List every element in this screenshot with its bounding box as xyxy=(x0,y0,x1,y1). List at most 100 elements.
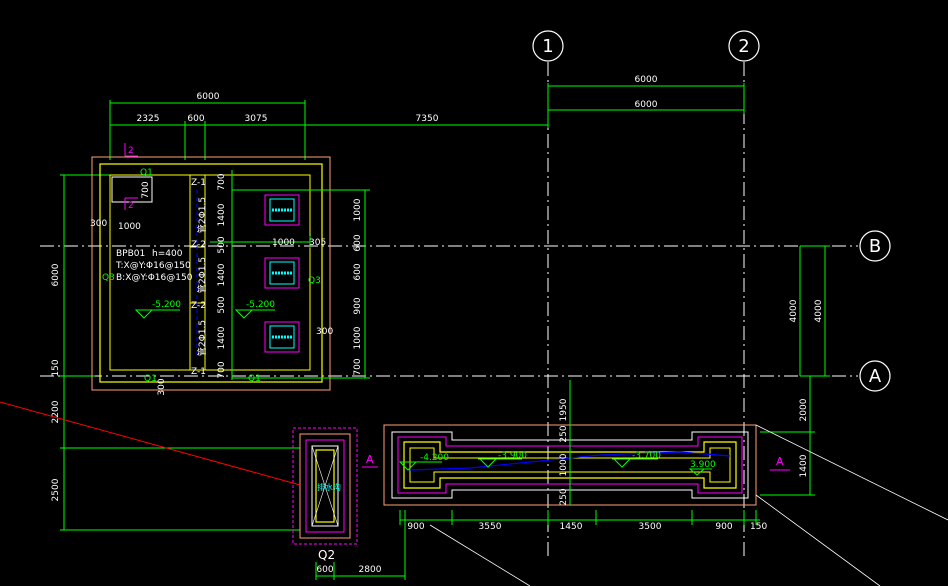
pipe-box-2 xyxy=(264,257,300,289)
dim-section-250b: 250 xyxy=(559,488,569,505)
plan-view[interactable] xyxy=(91,156,331,391)
grid-lines xyxy=(40,62,858,560)
label-q1-top: Q1 xyxy=(140,168,153,178)
dim-right-2000: 2000 xyxy=(799,398,809,421)
dim-plan-500b: 500 xyxy=(217,296,227,313)
label-z2-a: Z-2 xyxy=(191,240,206,250)
dim-overall-6000: 6000 xyxy=(197,92,220,102)
dim-plan-300-bot: 300 xyxy=(157,378,167,395)
axis-label-1: 1 xyxy=(542,36,553,57)
dim-right-1400: 1400 xyxy=(799,454,809,477)
label-section-elev-4: 3.900 xyxy=(690,460,716,470)
label-mark-2-top: 2 xyxy=(128,146,134,156)
dim-right-4000a: 4000 xyxy=(789,299,799,322)
dim-grid-6000-b: 6000 xyxy=(635,100,658,110)
pipe-box-3 xyxy=(264,321,300,353)
section-elev-3: -3.700 xyxy=(612,451,661,468)
label-elev-2: -5.200 xyxy=(246,300,275,310)
label-q1-bot: Q1 xyxy=(144,374,157,384)
label-pipe-2: 管2Φ1.5 xyxy=(196,257,208,293)
dim-section-900b: 900 xyxy=(715,522,732,532)
label-z1-top: Z-1 xyxy=(191,178,206,188)
dim-plan-1400c: 1400 xyxy=(217,326,227,349)
axis-label-2: 2 xyxy=(738,36,749,57)
dim-section-1000: 1000 xyxy=(559,453,569,476)
dim-2325: 2325 xyxy=(137,114,160,124)
elevation-mark-2: -5.200 xyxy=(234,300,275,319)
label-q3: Q3 xyxy=(102,273,115,283)
dim-plan-1000-h: 1000 xyxy=(272,238,295,248)
label-detail-note: 排水沟 xyxy=(317,482,341,492)
dim-plan-1400a: 1400 xyxy=(217,203,227,226)
detail-dimensions xyxy=(315,510,406,580)
dim-left-2500: 2500 xyxy=(51,478,61,501)
dim-plan-700a: 700 xyxy=(217,173,227,190)
label-slab-top-rebar: T:X@Y:Φ16@150 xyxy=(115,261,191,271)
white-leader-2 xyxy=(429,524,531,586)
label-pipe-1: 管2Φ1.5 xyxy=(196,197,208,233)
label-z2-b: Z-2 xyxy=(191,301,206,311)
dim-detail-2800: 2800 xyxy=(359,565,382,575)
elevation-mark-1: -5.200 xyxy=(134,300,181,319)
label-slab: BPB01 xyxy=(116,249,145,259)
left-dimensions xyxy=(60,174,300,531)
axis-bubble-a[interactable]: A xyxy=(859,360,891,392)
dim-right-600b: 600 xyxy=(353,263,363,280)
dim-section-150: 150 xyxy=(750,522,767,532)
red-cut-line xyxy=(0,401,301,486)
dim-plan-1400b: 1400 xyxy=(217,263,227,286)
dim-plan-700c: 700 xyxy=(141,181,151,198)
label-mark-2-mid: 2 xyxy=(128,201,134,211)
label-detail-q2: Q2 xyxy=(318,548,335,562)
dim-right-1000b: 1000 xyxy=(353,326,363,349)
dim-section-250a: 250 xyxy=(559,425,569,442)
dim-600: 600 xyxy=(187,114,204,124)
section-mark-2-top xyxy=(124,143,138,157)
label-section-elev-1: -4.200 xyxy=(420,453,449,463)
dim-section-3500: 3500 xyxy=(639,522,662,532)
dim-plan-700b: 700 xyxy=(217,361,227,378)
axis-bubble-b[interactable]: B xyxy=(859,230,891,262)
label-q3-right: Q3 xyxy=(308,276,321,286)
white-leader-3 xyxy=(755,494,881,586)
label-section-elev-2: -3.900 xyxy=(498,451,527,461)
dim-right-4000b: 4000 xyxy=(814,299,824,322)
dim-section-1950: 1950 xyxy=(559,398,569,421)
dim-section-900a: 900 xyxy=(407,522,424,532)
dim-plan-500a: 500 xyxy=(217,236,227,253)
dim-plan-1000c: 1000 xyxy=(118,222,141,232)
label-pipe-3: 管2Φ1.5 xyxy=(196,320,208,356)
label-z1-bot: Z-1 xyxy=(191,367,206,377)
white-leader-1 xyxy=(755,424,948,521)
top-dimensions xyxy=(109,83,745,160)
dim-7350: 7350 xyxy=(416,114,439,124)
dim-plan-300-right: 300 xyxy=(316,327,333,337)
axis-bubble-2[interactable]: 2 xyxy=(728,30,760,62)
pipe-box-1 xyxy=(264,194,300,226)
dim-right-900: 900 xyxy=(353,297,363,314)
dim-plan-300-left: 300 xyxy=(90,219,107,229)
dim-detail-600: 600 xyxy=(316,565,333,575)
label-section-elev-3: -3.700 xyxy=(632,451,661,461)
dim-right-1000a: 1000 xyxy=(353,198,363,221)
label-slab-h: h=400 xyxy=(152,249,183,259)
dim-3075: 3075 xyxy=(245,114,268,124)
label-slab-bottom-rebar: B:X@Y:Φ16@150 xyxy=(116,273,193,283)
section-mark-2-mid xyxy=(124,197,138,210)
dim-grid-6000-a: 6000 xyxy=(635,75,658,85)
dim-right-600a: 600 xyxy=(353,234,363,251)
label-q1-right: Q1 xyxy=(248,374,261,384)
dim-left-2200: 2200 xyxy=(51,400,61,423)
section-elev-1: -4.200 xyxy=(398,453,449,471)
detail-q2[interactable] xyxy=(292,427,358,545)
dim-left-6000: 6000 xyxy=(51,263,61,286)
dim-section-3550: 3550 xyxy=(479,522,502,532)
section-elev-2: -3.900 xyxy=(478,451,527,468)
section-dimensions xyxy=(399,245,830,525)
axis-label-b: B xyxy=(869,236,881,257)
axis-bubble-1[interactable]: 1 xyxy=(532,30,564,62)
axis-label-a: A xyxy=(869,366,882,387)
section-elev-4: 3.900 xyxy=(688,460,716,476)
label-elev-1: -5.200 xyxy=(152,300,181,310)
